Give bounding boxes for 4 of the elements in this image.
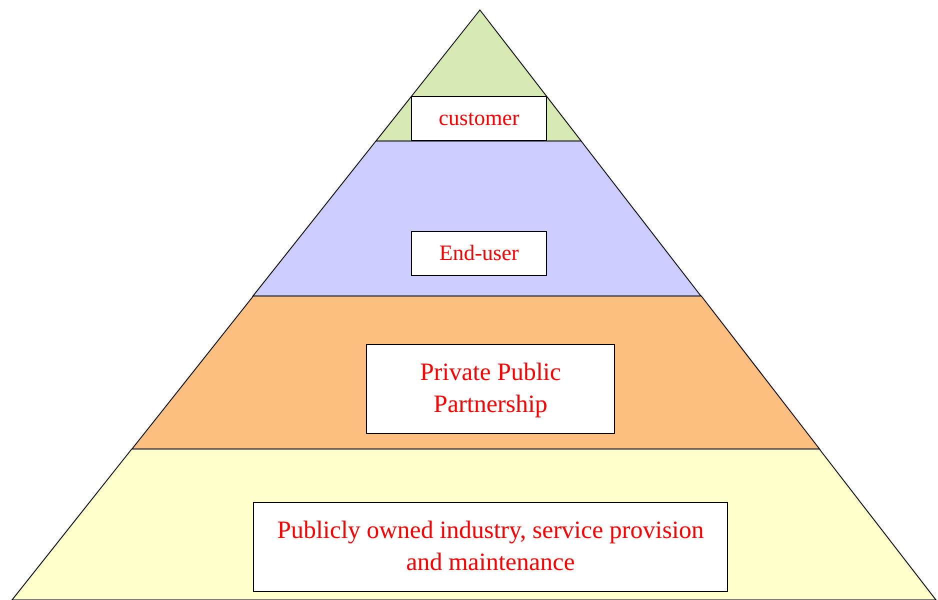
tier-label: Publicly owned industry, service provision and maintenance — [252, 502, 728, 592]
tier-label: End-user — [410, 231, 547, 276]
tier-label: Private Public Partnership — [366, 344, 615, 434]
tier-label: customer — [410, 96, 547, 141]
